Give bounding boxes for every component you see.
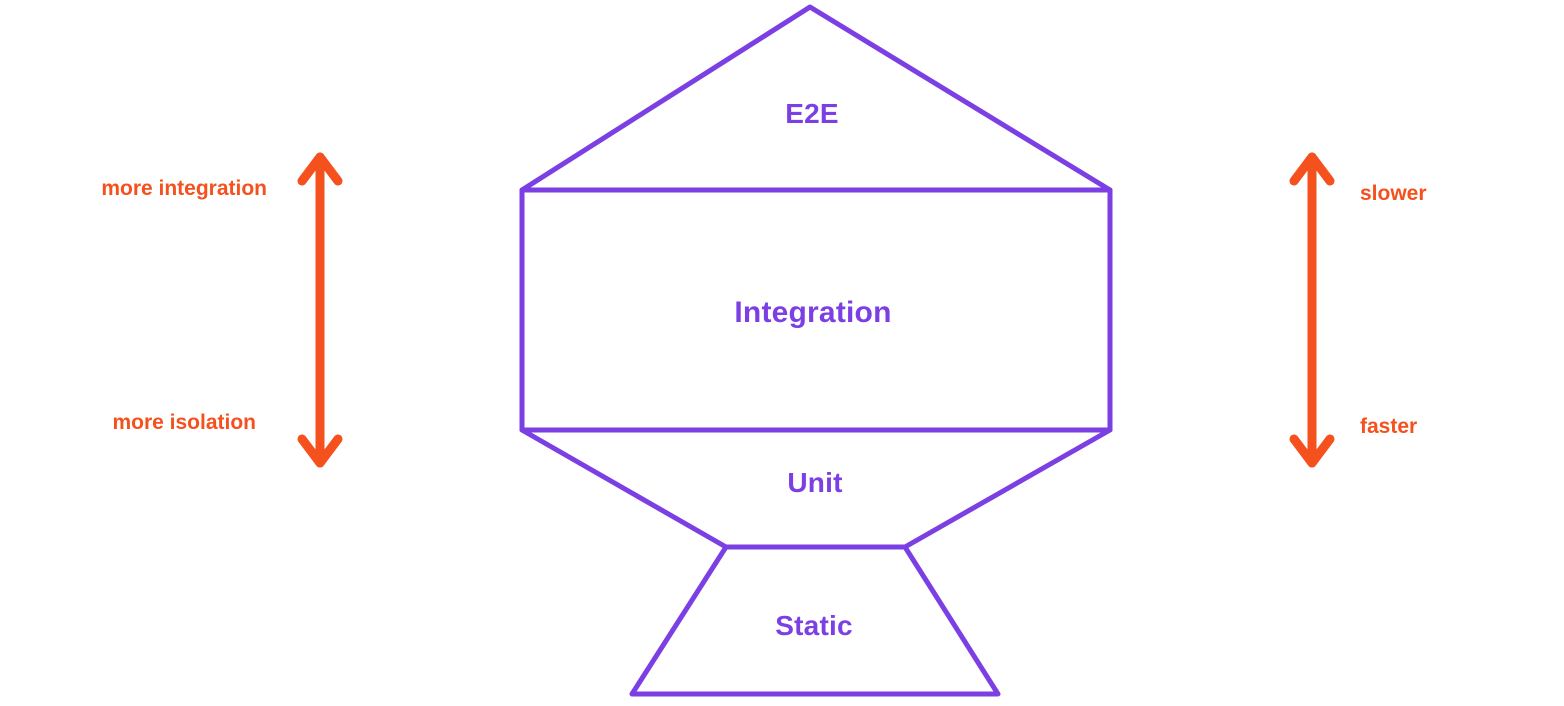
layer-label-unit: Unit <box>787 467 843 498</box>
shape-static-trapezoid <box>629 544 1001 697</box>
axis-label-slower: slower <box>1360 182 1427 205</box>
axis-label-more-integration: more integration <box>101 177 267 200</box>
layer-label-integration: Integration <box>734 296 892 329</box>
shape-unit-trapezoid <box>519 427 1113 550</box>
layer-label-static: Static <box>775 610 853 641</box>
isolation-axis-arrow <box>297 152 343 468</box>
speed-axis-arrowhead-down <box>1289 434 1335 468</box>
isolation-axis-arrowhead-down <box>297 434 343 468</box>
axis-label-more-isolation: more isolation <box>112 411 256 434</box>
isolation-axis-arrowhead-up <box>297 152 343 186</box>
speed-axis-arrow <box>1289 152 1335 468</box>
axis-label-faster: faster <box>1360 415 1418 438</box>
speed-axis-arrowhead-up <box>1289 152 1335 186</box>
shape-e2e-triangle <box>519 4 1113 193</box>
shape-integration-rectangle <box>519 187 1113 433</box>
layer-label-e2e: E2E <box>785 98 839 129</box>
